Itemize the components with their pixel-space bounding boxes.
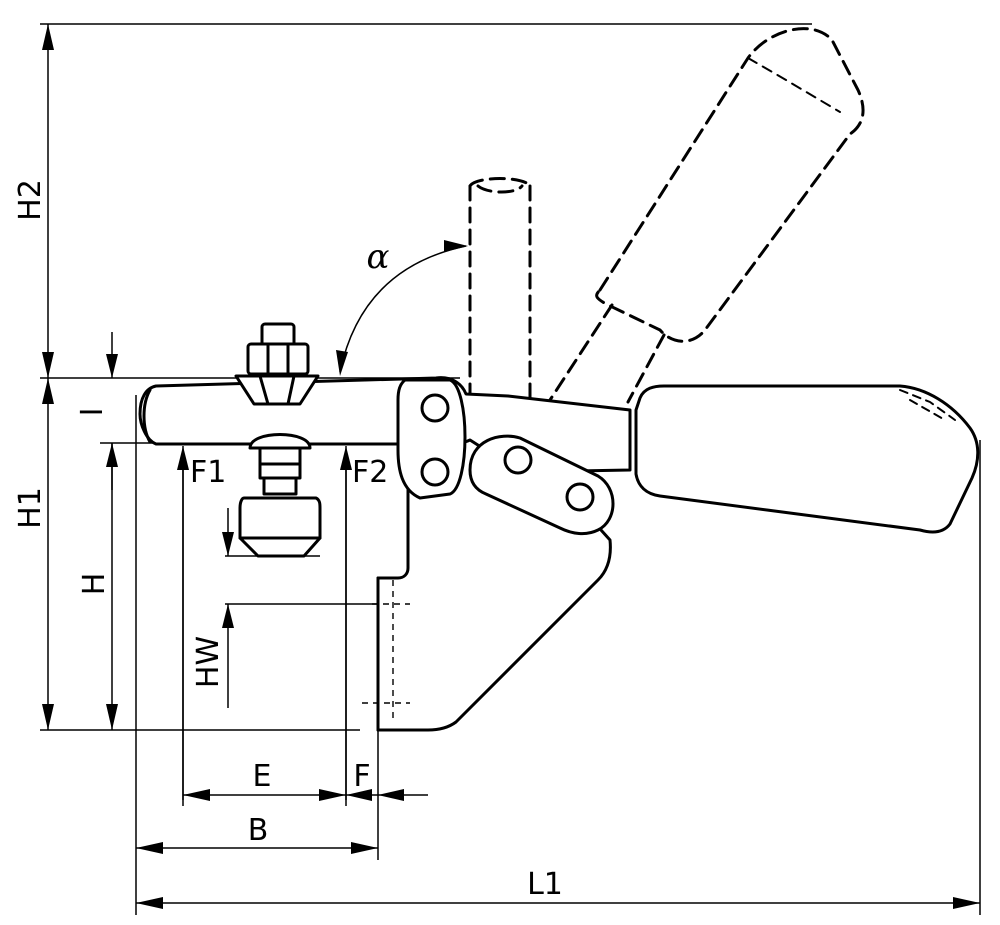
dimension-f bbox=[346, 789, 428, 801]
dimension-h bbox=[106, 443, 118, 730]
label-f2: F2 bbox=[352, 455, 388, 490]
label-hw: HW bbox=[191, 636, 226, 688]
dimension-h2 bbox=[42, 24, 54, 378]
label-h2: H2 bbox=[13, 179, 48, 221]
dimension-l1 bbox=[136, 897, 980, 909]
label-h1: H1 bbox=[13, 487, 48, 529]
label-e: E bbox=[253, 759, 272, 794]
dimension-b bbox=[136, 842, 378, 854]
angle-alpha-arc bbox=[336, 240, 468, 376]
dimension-hw bbox=[222, 508, 234, 708]
open-position-phantom bbox=[468, 27, 865, 404]
label-l1: L1 bbox=[527, 867, 563, 902]
label-alpha: α bbox=[367, 237, 390, 277]
label-i: I bbox=[75, 408, 110, 417]
force-arrow-f1 bbox=[177, 446, 189, 800]
spindle-assembly bbox=[234, 322, 322, 558]
label-b: B bbox=[248, 813, 269, 848]
label-h: H bbox=[77, 573, 112, 596]
label-f: F bbox=[353, 759, 370, 794]
handle-grip bbox=[634, 384, 980, 534]
dimension-labels: H2 H1 I H HW F1 F2 E F B L1 α bbox=[13, 179, 563, 902]
dimension-h1 bbox=[42, 378, 54, 730]
label-f1: F1 bbox=[190, 455, 226, 490]
force-arrow-f2 bbox=[340, 446, 352, 800]
dimension-e bbox=[183, 789, 346, 801]
link-plate bbox=[468, 434, 615, 536]
